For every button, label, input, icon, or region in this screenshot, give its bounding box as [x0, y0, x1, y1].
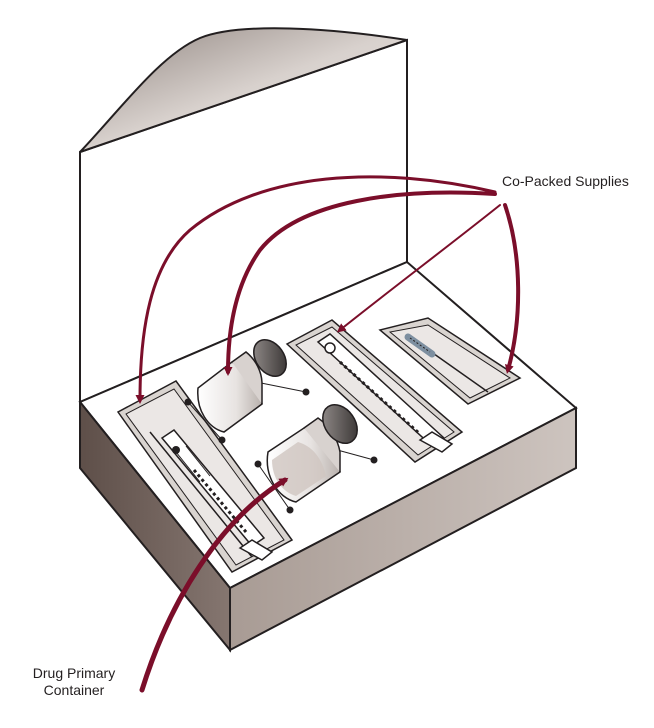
drug-primary-arrow [139, 477, 289, 693]
arrow-to-left-syringe [135, 175, 497, 404]
box-lid [79, 27, 408, 404]
needle-icon [404, 333, 489, 393]
drug-primary-label-line2: Container [43, 682, 105, 698]
arrow-to-back-vial [223, 190, 497, 376]
syringe-icon [316, 333, 454, 453]
co-packed-supplies-label: Co-Packed Supplies [502, 173, 629, 189]
arrow-to-middle-syringe [336, 204, 501, 333]
co-packed-arrows [135, 175, 521, 404]
vial-icon [184, 339, 310, 444]
drug-primary-label-line1: Drug Primary [32, 665, 116, 681]
drug-primary-container-label: Drug Primary Container [10, 665, 138, 699]
arrow-to-needle [503, 203, 521, 374]
